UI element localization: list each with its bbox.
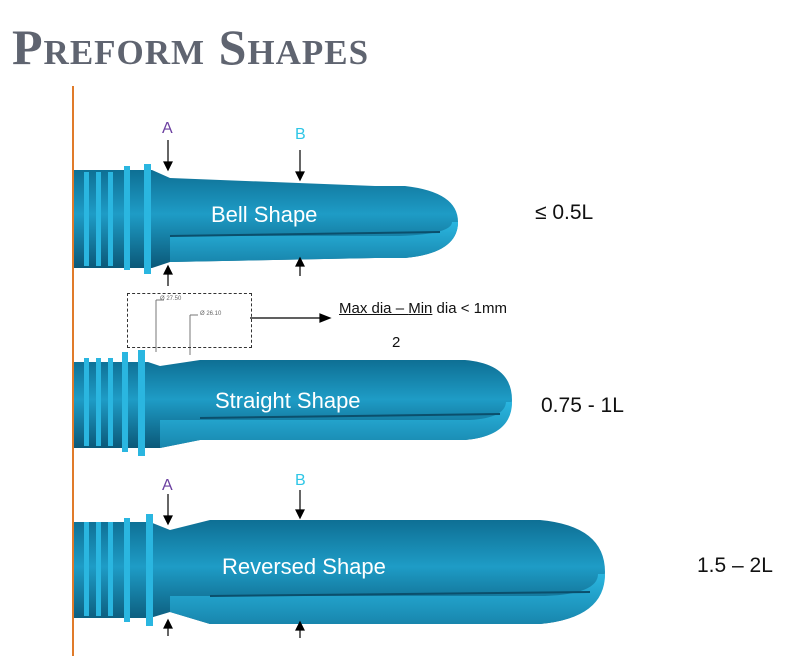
formula-max: Max dia — [339, 300, 392, 317]
dimension-callout-box — [127, 293, 252, 348]
bell-preform — [74, 164, 458, 274]
reversed-size-label: 1.5 – 2L — [697, 554, 773, 577]
reference-line — [72, 86, 74, 656]
marker-b-bottom: B — [295, 472, 306, 489]
marker-a-top: A — [162, 120, 173, 137]
formula-denominator: 2 — [392, 334, 401, 351]
page-title: Preform Shapes — [12, 19, 370, 75]
measurement-arrows — [163, 140, 332, 638]
straight-shape-label: Straight Shape — [215, 388, 361, 413]
dimension-leaders — [155, 299, 198, 355]
straight-preform — [74, 350, 512, 456]
marker-b-top: B — [295, 126, 306, 143]
dimension-d1: Ø 27.50 — [160, 296, 182, 302]
reversed-neck-rings — [84, 514, 153, 626]
formula-min: Min — [408, 300, 433, 317]
bell-size-label: ≤ 0.5L — [535, 201, 594, 224]
dimension-d2: Ø 26.10 — [200, 311, 222, 317]
bell-neck-rings — [84, 164, 151, 274]
reversed-preform — [74, 514, 605, 626]
reversed-shape-label: Reversed Shape — [222, 554, 386, 579]
marker-a-bottom: A — [162, 477, 173, 494]
formula-dash: – — [391, 300, 409, 317]
straight-size-label: 0.75 - 1L — [541, 394, 624, 417]
straight-neck-rings — [84, 350, 145, 456]
bell-shape-label: Bell Shape — [211, 202, 318, 227]
tolerance-formula: Max dia – Min dia < 1mm — [339, 300, 507, 317]
formula-rest: dia < 1mm — [432, 300, 508, 317]
